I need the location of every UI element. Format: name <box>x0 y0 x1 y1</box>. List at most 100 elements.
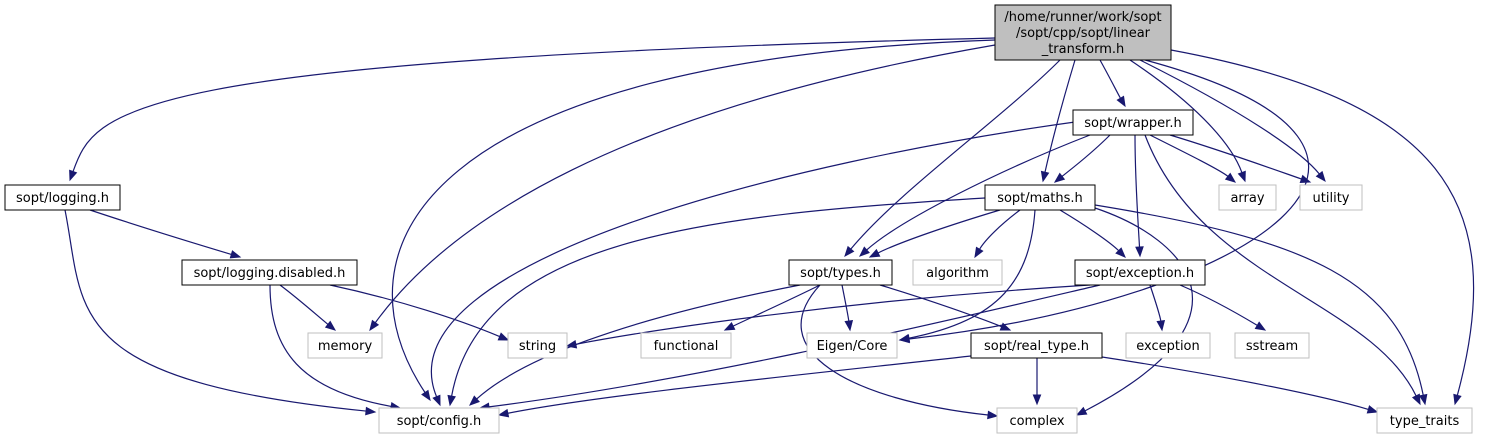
node-label: Eigen/Core <box>817 339 888 354</box>
edge-arrowhead-real_type-to-config <box>497 408 510 418</box>
node-types[interactable]: sopt/types.h <box>788 259 893 286</box>
node-label: sopt/wrapper.h <box>1084 116 1181 131</box>
node-box <box>970 332 1103 359</box>
node-eigen-core: Eigen/Core <box>806 332 898 359</box>
edge-arrowhead-wrapper-to-array <box>1224 172 1237 183</box>
node-label: sopt/logging.disabled.h <box>194 266 346 281</box>
edge-logging_disabled-to-memory <box>279 284 329 325</box>
node-label: sstream <box>1246 339 1298 354</box>
edge-arrowhead-maths-to-types <box>868 248 881 258</box>
node-config: sopt/config.h <box>378 407 500 434</box>
node-box <box>640 332 732 359</box>
node-box <box>1072 109 1194 136</box>
edge-types-to-complex <box>800 284 989 416</box>
edge-arrowhead-maths-to-algorithm <box>974 246 984 259</box>
node-linear-transform[interactable]: /home/runner/work/sopt/sopt/cpp/sopt/lin… <box>994 4 1172 61</box>
edge-real_type-to-config <box>507 355 972 414</box>
node-label: sopt/real_type.h <box>984 339 1089 354</box>
node-logging[interactable]: sopt/logging.h <box>4 184 121 211</box>
node-box <box>1125 332 1211 359</box>
node-box <box>507 332 568 359</box>
node-label: complex <box>1009 414 1064 429</box>
node-label: _transform.h <box>1041 42 1125 57</box>
edge-arrowhead-exception_h-to-string <box>565 339 578 349</box>
node-label: sopt/maths.h <box>997 191 1083 206</box>
node-functional: functional <box>640 332 732 359</box>
edge-arrowhead-types-to-functional <box>723 321 736 331</box>
node-maths[interactable]: sopt/maths.h <box>984 184 1096 211</box>
node-box <box>994 4 1172 61</box>
edge-maths-to-complex <box>1084 207 1193 412</box>
node-box <box>1234 332 1310 359</box>
edge-arrowhead-types-to-eigen_core <box>844 320 854 332</box>
edge-wrapper-to-exception_h <box>1134 134 1141 248</box>
edges-layer <box>64 37 1475 420</box>
edge-arrowhead-linear_transform-to-config <box>421 389 431 402</box>
edge-exception_h-to-string <box>575 284 1091 345</box>
node-wrapper[interactable]: sopt/wrapper.h <box>1072 109 1194 136</box>
edge-wrapper-to-types <box>866 134 1091 251</box>
node-box <box>378 407 500 434</box>
node-sstream: sstream <box>1234 332 1310 359</box>
edge-wrapper-to-config <box>430 121 1076 397</box>
edge-arrowhead-linear_transform-to-type_traits <box>1453 393 1462 406</box>
edge-arrowhead-exception_h-to-exception <box>1156 320 1166 332</box>
edge-arrowhead-linear_transform-to-utility <box>1315 170 1326 183</box>
node-label: utility <box>1313 191 1350 206</box>
edge-linear_transform-to-wrapper <box>1099 59 1121 99</box>
edge-maths-to-types <box>877 209 1001 254</box>
edge-arrowhead-types-to-config <box>468 395 480 406</box>
nodes-layer: /home/runner/work/sopt/sopt/cpp/sopt/lin… <box>4 4 1473 434</box>
edge-arrowhead-wrapper-to-types <box>858 246 870 257</box>
node-box <box>1299 184 1363 211</box>
node-label: /sopt/cpp/sopt/linear <box>1016 26 1151 41</box>
node-label: memory <box>318 339 373 354</box>
node-type-traits: type_traits <box>1376 407 1473 434</box>
edge-linear_transform-to-config <box>391 39 996 393</box>
node-label: array <box>1230 191 1264 206</box>
edge-arrowhead-linear_transform-to-memory <box>369 319 380 332</box>
edge-arrowhead-maths-to-exception_h <box>1115 247 1126 258</box>
node-label: sopt/config.h <box>397 414 482 429</box>
edge-arrowhead-maths-to-eigen_core <box>898 333 911 343</box>
node-array: array <box>1218 184 1277 211</box>
node-label: sopt/exception.h <box>1086 266 1194 281</box>
edge-real_type-to-type_traits <box>1101 356 1369 411</box>
node-label: type_traits <box>1390 414 1460 429</box>
edge-arrowhead-wrapper-to-type_traits <box>1411 393 1421 406</box>
edge-linear_transform-to-memory <box>374 44 996 324</box>
node-exception-h[interactable]: sopt/exception.h <box>1074 259 1206 286</box>
node-box <box>984 184 1096 211</box>
node-box <box>788 259 893 286</box>
edge-arrowhead-linear_transform-to-types <box>844 245 855 258</box>
node-label: algorithm <box>926 266 989 281</box>
edge-wrapper-to-array <box>1149 134 1229 177</box>
edge-linear_transform-to-utility <box>1139 59 1320 175</box>
node-box <box>996 407 1078 434</box>
edge-arrowhead-wrapper-to-exception_h <box>1135 246 1144 258</box>
edge-arrowhead-logging_disabled-to-memory <box>324 320 337 331</box>
edge-arrowhead-logging_disabled-to-string <box>497 332 510 341</box>
edge-arrowhead-logging-to-logging_disabled <box>229 250 242 259</box>
node-real-type[interactable]: sopt/real_type.h <box>970 332 1103 359</box>
edge-linear_transform-to-array <box>1129 59 1243 173</box>
edge-maths-to-config <box>451 197 986 397</box>
node-label: /home/runner/work/sopt <box>1004 10 1161 25</box>
edge-linear_transform-to-logging <box>72 37 996 172</box>
edge-maths-to-type_traits <box>1094 204 1424 396</box>
node-logging-disabled[interactable]: sopt/logging.disabled.h <box>181 259 358 286</box>
node-box <box>912 259 1003 286</box>
node-box <box>1074 259 1206 286</box>
edge-wrapper-to-utility <box>1169 134 1302 180</box>
edge-linear_transform-to-maths <box>1044 59 1076 173</box>
node-box <box>806 332 898 359</box>
edge-linear_transform-to-type_traits <box>1170 49 1475 396</box>
edge-arrowhead-types-to-real_type <box>999 322 1012 331</box>
edge-logging_disabled-to-string <box>329 284 500 338</box>
edge-arrowhead-real_type-to-type_traits <box>1366 405 1379 414</box>
node-label: functional <box>654 339 719 354</box>
node-string: string <box>507 332 568 359</box>
edge-maths-to-exception_h <box>1059 209 1120 252</box>
edge-maths-to-eigen_core <box>908 209 1036 339</box>
